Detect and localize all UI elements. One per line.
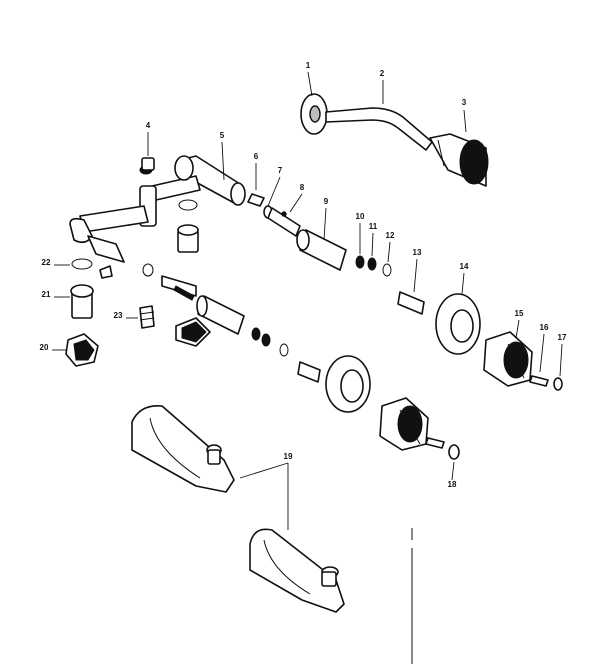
callout-6: 6 (254, 152, 259, 161)
callout-18: 18 (448, 480, 457, 489)
index-button-part (553, 377, 563, 391)
fitting-23-part (139, 305, 155, 329)
tub-spout-lower-part (249, 528, 345, 613)
washer-22-part (71, 258, 93, 270)
callout-2: 2 (380, 69, 385, 78)
callout-4: 4 (146, 121, 151, 130)
tub-spout-upper-part (131, 405, 235, 493)
callout-22: 22 (42, 258, 51, 267)
callout-20: 20 (40, 343, 49, 352)
callout-5: 5 (220, 131, 225, 140)
callout-12: 12 (386, 231, 395, 240)
callout-8: 8 (300, 183, 305, 192)
callout-9: 9 (324, 197, 329, 206)
hot-stem-parts (177, 193, 425, 315)
callout-3: 3 (462, 98, 467, 107)
callout-19: 19 (284, 452, 293, 461)
nut-20-part (65, 333, 99, 367)
callout-10: 10 (356, 212, 365, 221)
escutcheon-lower-part (325, 355, 371, 413)
callout-1: 1 (306, 61, 311, 70)
shower-flange-part (300, 93, 328, 135)
small-nut-part (99, 265, 113, 279)
callout-21: 21 (42, 290, 51, 299)
callout-17: 17 (558, 333, 567, 342)
handle-lower-screw-part (425, 437, 460, 460)
callout-13: 13 (413, 248, 422, 257)
shower-head-part (429, 133, 489, 187)
valve-body-part (69, 155, 246, 263)
cold-stem-parts (142, 263, 321, 383)
callout-7: 7 (278, 166, 283, 175)
callout-14: 14 (460, 262, 469, 271)
handle-upper-part (483, 331, 533, 387)
callout-16: 16 (540, 323, 549, 332)
callout-11: 11 (369, 222, 378, 231)
callout-15: 15 (515, 309, 524, 318)
shower-arm-part (325, 107, 433, 151)
seat-21-part (70, 284, 94, 319)
handle-screw-part (529, 375, 549, 387)
bonnet-cap-part (141, 157, 155, 171)
escutcheon-upper-part (435, 293, 481, 355)
callout-23: 23 (114, 311, 123, 320)
handle-lower-part (379, 397, 429, 451)
leader-lines (52, 71, 563, 530)
